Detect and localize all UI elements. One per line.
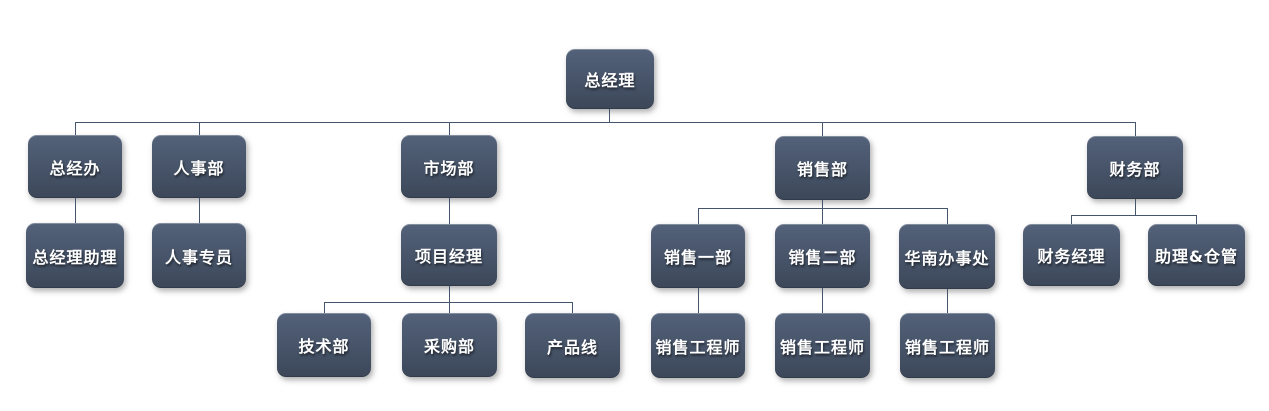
org-node-sales-dept-2[interactable]: 销售二部: [775, 224, 870, 288]
org-node-hr-dept[interactable]: 人事部: [152, 135, 246, 198]
org-node-project-manager[interactable]: 项目经理: [401, 224, 497, 286]
connector-vertical: [1135, 199, 1136, 215]
connector-vertical: [698, 208, 699, 224]
connector-vertical: [324, 302, 325, 313]
connector-vertical: [199, 198, 200, 223]
connector-vertical: [572, 302, 573, 313]
connector-horizontal: [1071, 215, 1197, 216]
org-node-south-china-office[interactable]: 华南办事处: [899, 224, 995, 289]
connector-vertical: [1135, 122, 1136, 136]
org-node-sales-engineer-2[interactable]: 销售工程师: [775, 313, 870, 378]
org-node-gm-assistant[interactable]: 总经理助理: [26, 223, 124, 288]
connector-vertical: [698, 288, 699, 313]
connector-vertical: [1071, 215, 1072, 224]
connector-vertical: [822, 208, 823, 224]
org-node-finance-dept[interactable]: 财务部: [1087, 136, 1183, 199]
connector-vertical: [822, 122, 823, 136]
org-node-marketing-dept[interactable]: 市场部: [401, 135, 497, 198]
connector-vertical: [822, 200, 823, 208]
connector-vertical: [947, 208, 948, 224]
org-node-product-line[interactable]: 产品线: [525, 313, 620, 378]
org-node-tech-dept[interactable]: 技术部: [277, 313, 371, 377]
connector-vertical: [449, 122, 450, 135]
org-node-assistant-warehouse[interactable]: 助理&仓管: [1148, 224, 1245, 286]
org-node-finance-manager[interactable]: 财务经理: [1023, 224, 1120, 286]
connector-vertical: [199, 122, 200, 135]
connector-horizontal: [698, 208, 948, 209]
org-node-general-manager[interactable]: 总经理: [566, 49, 654, 109]
connector-vertical: [449, 198, 450, 224]
org-node-gm-office[interactable]: 总经办: [28, 135, 122, 198]
connector-vertical: [449, 286, 450, 302]
connector-vertical: [75, 198, 76, 223]
org-node-sales-dept[interactable]: 销售部: [775, 136, 870, 200]
org-node-hr-specialist[interactable]: 人事专员: [152, 223, 246, 288]
connector-vertical: [822, 288, 823, 313]
org-node-purchasing-dept[interactable]: 采购部: [402, 313, 497, 377]
connector-vertical: [449, 302, 450, 313]
connector-horizontal: [324, 302, 573, 303]
connector-horizontal: [75, 122, 1136, 123]
org-node-sales-engineer-3[interactable]: 销售工程师: [900, 313, 995, 378]
connector-vertical: [609, 109, 610, 123]
connector-vertical: [75, 122, 76, 135]
org-node-sales-engineer-1[interactable]: 销售工程师: [651, 313, 745, 378]
org-node-sales-dept-1[interactable]: 销售一部: [651, 224, 745, 288]
connector-vertical: [947, 289, 948, 313]
connector-vertical: [1196, 215, 1197, 224]
